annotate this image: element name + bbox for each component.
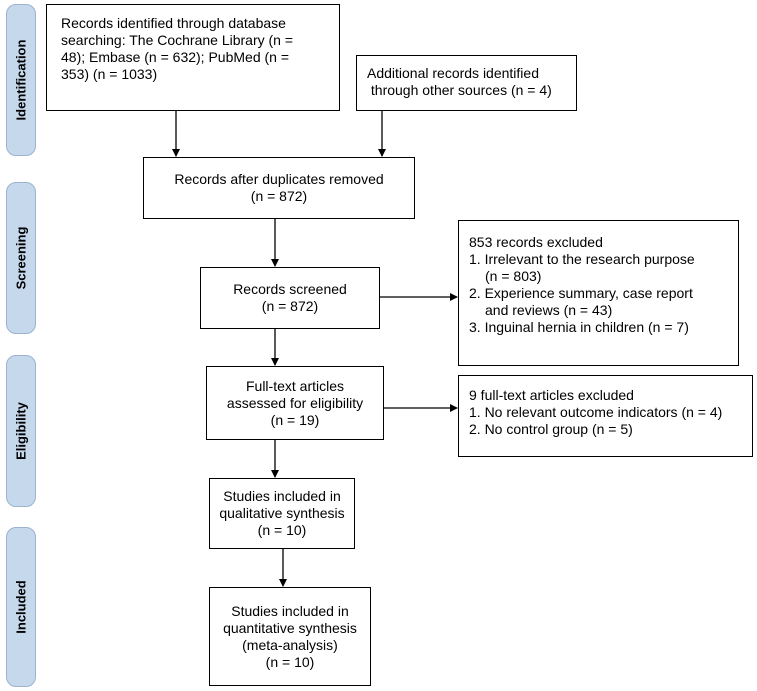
database-search-line-3: 48); Embase (n = 632); PubMed (n = xyxy=(61,49,290,65)
after-duplicates-line-1: Records after duplicates removed xyxy=(174,171,384,187)
box-database-search: Records identified through database sear… xyxy=(46,4,340,111)
qualitative-line-3: (n = 10) xyxy=(257,522,307,538)
box-excluded-screening: 853 records excluded 1. Irrelevant to th… xyxy=(458,220,739,366)
excluded-screening-item-1-count: (n = 803) xyxy=(485,268,542,284)
full-text-line-1: Full-text articles xyxy=(245,377,345,394)
box-other-sources: Additional records identified through ot… xyxy=(356,55,577,111)
excluded-screening-item-2-cont: and reviews (n = 43) xyxy=(485,302,613,318)
excluded-screening-title: 853 records excluded xyxy=(469,234,603,250)
other-sources-line-1: Additional records identified xyxy=(367,65,539,81)
box-excluded-fulltext: 9 full-text articles excluded 1. No rele… xyxy=(458,375,753,457)
quantitative-line-4: (n = 10) xyxy=(265,653,315,670)
excluded-fulltext-item-1: 1. No relevant outcome indicators (n = 4… xyxy=(469,404,723,420)
phase-identification: Identification xyxy=(6,4,36,156)
quantitative-line-3: (meta-analysis) xyxy=(242,636,338,653)
records-screened-line-2: (n = 872) xyxy=(261,298,319,314)
excluded-screening-item-2: 2. Experience summary, case report xyxy=(469,285,693,301)
box-full-text: Full-text articles assessed for eligibil… xyxy=(206,366,384,440)
excluded-fulltext-title: 9 full-text articles excluded xyxy=(469,387,634,403)
full-text-line-2: assessed for eligibility xyxy=(226,394,364,411)
phase-included: Included xyxy=(6,527,36,687)
phase-screening: Screening xyxy=(6,182,36,334)
full-text-line-3: (n = 19) xyxy=(270,411,320,428)
database-search-line-2: searching: The Cochrane Library (n = xyxy=(61,32,294,48)
box-qualitative: Studies included in qualitative synthesi… xyxy=(209,478,355,549)
qualitative-line-1: Studies included in xyxy=(223,488,341,504)
after-duplicates-line-2: (n = 872) xyxy=(250,188,308,204)
quantitative-line-1: Studies included in xyxy=(231,602,349,619)
qualitative-line-2: qualitative synthesis xyxy=(219,505,345,521)
excluded-screening-item-3: 3. Inguinal hernia in children (n = 7) xyxy=(469,319,689,335)
database-search-line-4: 353) (n = 1033) xyxy=(61,66,158,82)
quantitative-line-2: quantitative synthesis xyxy=(223,619,357,636)
excluded-fulltext-item-2: 2. No control group (n = 5) xyxy=(469,421,633,437)
records-screened-line-1: Records screened xyxy=(233,281,347,297)
box-after-duplicates: Records after duplicates removed (n = 87… xyxy=(143,157,415,219)
phase-eligibility: Eligibility xyxy=(6,355,36,507)
other-sources-line-2: through other sources (n = 4) xyxy=(367,82,552,98)
box-quantitative: Studies included in quantitative synthes… xyxy=(209,587,371,686)
database-search-line-1: Records identified through database xyxy=(61,15,286,31)
box-records-screened: Records screened (n = 872) xyxy=(200,267,380,329)
excluded-screening-item-1: 1. Irrelevant to the research purpose xyxy=(469,251,695,267)
